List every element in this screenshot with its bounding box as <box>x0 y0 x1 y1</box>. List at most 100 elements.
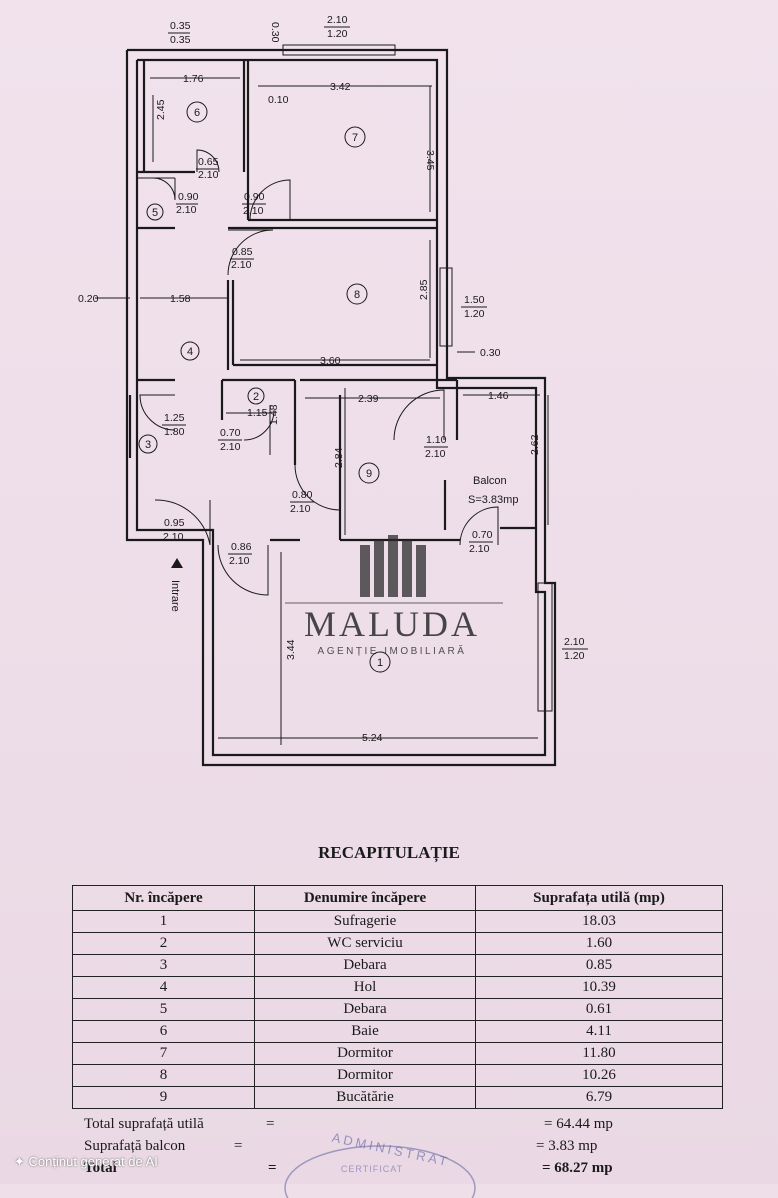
dim-label: 0.80 <box>292 489 313 501</box>
dim-label: 2.10 <box>425 448 446 460</box>
room-number-8: 8 <box>354 289 360 301</box>
stamp-subtext: CERTIFICAT <box>341 1164 403 1174</box>
dim-label: 0.95 <box>164 517 185 529</box>
logo-subtitle: AGENȚIE IMOBILIARĂ <box>318 644 467 657</box>
room-area-cell: 6.79 <box>475 1086 723 1109</box>
room-markers: 1 2 3 4 5 6 7 8 9 <box>138 101 391 673</box>
dim-label: 0.90 <box>244 191 265 203</box>
dim-label: 0.10 <box>268 94 289 106</box>
balcony-label: Balcon <box>473 475 507 487</box>
column-header: Suprafața utilă (mp) <box>475 885 723 911</box>
room-number-cell: 5 <box>72 998 255 1021</box>
room-name-cell: Baie <box>254 1020 476 1043</box>
room-number-9: 9 <box>366 468 372 480</box>
floor-plan: 1 2 3 4 5 6 7 8 9 0.35 0.35 0.30 2.10 1.… <box>78 14 588 767</box>
room-number-cell: 1 <box>72 910 255 933</box>
dimension-lines <box>95 77 549 745</box>
room-name-cell: Debara <box>254 998 476 1021</box>
column-header: Nr. încăpere <box>72 885 255 911</box>
top-window <box>282 44 396 56</box>
room-number-3: 3 <box>145 439 151 451</box>
dim-label: 2.39 <box>358 393 379 405</box>
room-area-cell: 4.11 <box>475 1020 723 1043</box>
room-name-cell: WC serviciu <box>254 932 476 955</box>
room-area-cell: 11.80 <box>475 1042 723 1065</box>
dim-label: 2.10 <box>220 441 241 453</box>
room-marker-7 <box>344 126 366 148</box>
summary-value: = 64.44 mp <box>544 1116 613 1132</box>
dim-label: 1.20 <box>327 28 348 40</box>
dim-label: 0.35 <box>170 20 191 32</box>
dim-label: 3.45 <box>424 150 436 171</box>
room-marker-3 <box>138 434 158 454</box>
dim-label: 1.76 <box>183 73 204 85</box>
dim-label: 1.15 <box>247 407 268 419</box>
summary-label: Total <box>84 1160 117 1176</box>
living-window <box>537 582 553 712</box>
room-number-cell: 4 <box>72 976 255 999</box>
dim-label: 0.20 <box>78 293 99 305</box>
room-number-cell: 2 <box>72 932 255 955</box>
table-header-row: Nr. încăpere Denumire încăpere Suprafața… <box>72 885 723 911</box>
dim-label: 3.42 <box>330 81 351 93</box>
summary-label: Suprafață balcon <box>84 1138 186 1154</box>
dim-label: 0.90 <box>178 191 199 203</box>
summary-value: = 3.83 mp <box>536 1138 598 1154</box>
room-area-cell: 1.60 <box>475 932 723 955</box>
room-number-cell: 7 <box>72 1042 255 1065</box>
room-area-cell: 18.03 <box>475 910 723 933</box>
dim-label: 0.86 <box>231 541 252 553</box>
recap-title: RECAPITULAȚIE <box>318 843 460 862</box>
dim-label: 1.50 <box>464 294 485 306</box>
dim-label: 1.20 <box>564 650 585 662</box>
right-window <box>439 267 453 347</box>
room-number-4: 4 <box>187 346 193 358</box>
dim-label: 0.70 <box>472 529 493 541</box>
room-number-cell: 8 <box>72 1064 255 1087</box>
interior-walls <box>128 60 536 542</box>
summary-label: Total suprafață utilă <box>84 1116 204 1132</box>
door-arcs <box>139 149 499 596</box>
dim-label: 3.60 <box>320 355 341 367</box>
outer-walls <box>125 48 557 767</box>
room-number-cell: 9 <box>72 1086 255 1109</box>
room-marker-5 <box>146 203 164 221</box>
dim-label: 2.10 <box>243 205 264 217</box>
dim-label: 2.85 <box>418 279 430 300</box>
recap-table: Nr. încăpere Denumire încăpere Suprafața… <box>72 885 723 1109</box>
summary-equals: = <box>268 1160 277 1176</box>
room-name-cell: Dormitor <box>254 1064 476 1087</box>
ai-generated-note: ✦ Conținut generat de AI <box>14 1154 158 1169</box>
dim-label: 1.46 <box>488 390 509 402</box>
summary-total-useful: Total suprafață utilă = = 64.44 mp <box>84 1116 724 1136</box>
dim-label: 0.35 <box>170 34 191 46</box>
administration-stamp: ADMINISTRAT CERTIFICAT <box>284 1130 476 1198</box>
summary-balcony: Suprafață balcon = = 3.83 mp <box>84 1138 724 1158</box>
room-name-cell: Bucătărie <box>254 1086 476 1109</box>
dim-label: 2.10 <box>290 503 311 515</box>
entrance-label: Intrare <box>169 580 181 612</box>
room-marker-9 <box>358 462 380 484</box>
room-marker-1 <box>369 651 391 673</box>
dim-label: 1.48 <box>268 404 280 425</box>
entrance-arrow-icon <box>171 558 183 568</box>
room-number-2: 2 <box>253 391 259 403</box>
column-header: Denumire încăpere <box>254 885 476 911</box>
dim-label: 2.10 <box>163 531 184 543</box>
dim-label: 2.10 <box>229 555 250 567</box>
dim-label: 2.10 <box>327 14 348 26</box>
dim-label: 1.10 <box>426 434 447 446</box>
room-marker-2 <box>247 387 265 405</box>
room-number-cell: 6 <box>72 1020 255 1043</box>
summary-equals: = <box>266 1116 275 1132</box>
room-name-cell: Hol <box>254 976 476 999</box>
room-name-cell: Dormitor <box>254 1042 476 1065</box>
summary-value: = 68.27 mp <box>542 1160 613 1176</box>
room-number-7: 7 <box>352 132 358 144</box>
dim-label: 5.24 <box>362 732 383 744</box>
